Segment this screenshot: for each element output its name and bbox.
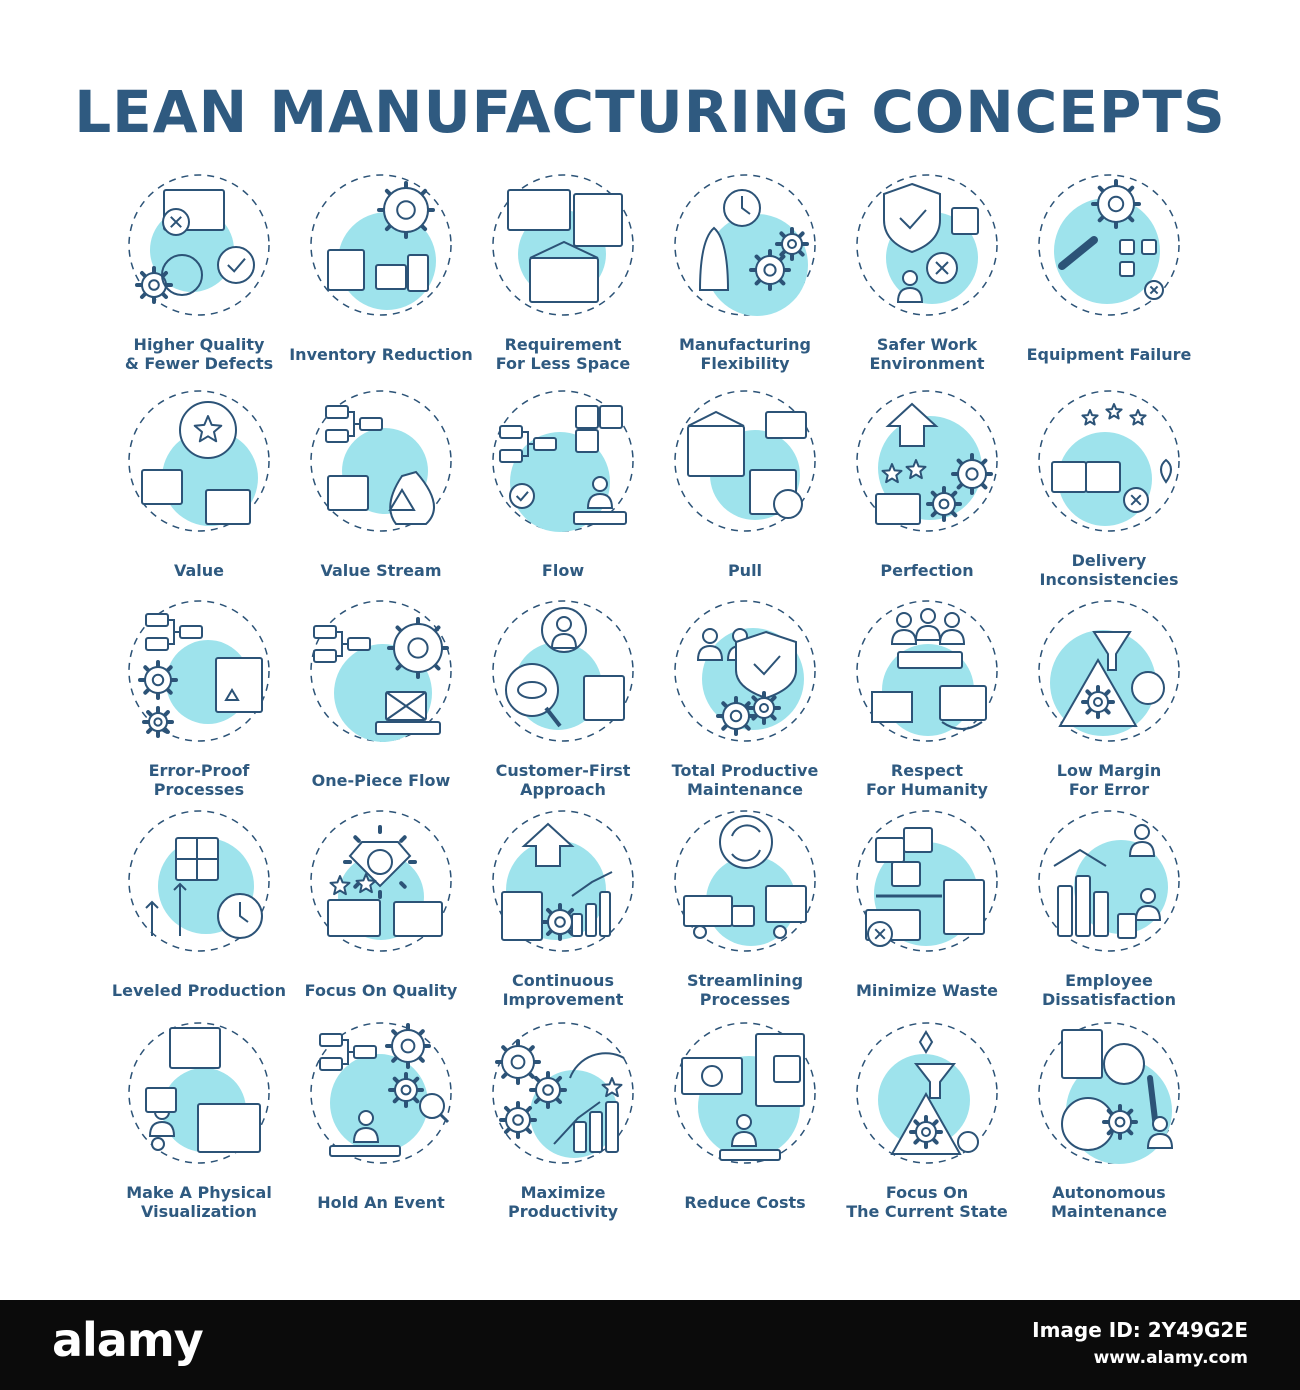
concept-label: Reduce Costs (684, 1192, 806, 1212)
concept-label: Safer Work Environment (869, 335, 985, 373)
puzzle-conveyor-icon (492, 390, 634, 532)
rocket-stopwatch-icon (674, 174, 816, 316)
triangle-gear-icon (856, 1022, 998, 1164)
concept-item: Equipment Failure (1018, 170, 1200, 382)
brand-logo: alamy (52, 1313, 204, 1367)
concept-item: Value Stream (290, 386, 472, 598)
shield-worker-icon (856, 174, 998, 316)
concept-item: Reduce Costs (654, 1018, 836, 1230)
concept-label: Autonomous Maintenance (1050, 1183, 1167, 1221)
concept-label: Value (173, 560, 225, 580)
concept-item: Error-Proof Processes (108, 596, 290, 808)
robot-arm-icon (1038, 1022, 1180, 1164)
concept-label: Focus On Quality (304, 980, 458, 1000)
concept-item: Customer-First Approach (472, 596, 654, 808)
board-people-icon (128, 1022, 270, 1164)
concept-label: Pull (727, 560, 763, 580)
warehouse-panel-icon (492, 174, 634, 316)
presentation-icon (310, 1022, 452, 1164)
wrench-gear-fire-icon (1038, 174, 1180, 316)
concept-item: Pull (654, 386, 836, 598)
concept-item: Inventory Reduction (289, 170, 473, 382)
concept-item: Focus On Quality (290, 806, 472, 1018)
concept-item: Streamlining Processes (654, 806, 836, 1018)
people-handshake-icon (856, 600, 998, 742)
concept-label: Flow (541, 560, 585, 580)
concept-label: Inventory Reduction (289, 344, 473, 364)
concept-icon-grid: Higher Quality & Fewer Defects Inventory… (108, 170, 1198, 1230)
concept-item: Total Productive Maintenance (654, 596, 836, 808)
concept-item: Safer Work Environment (836, 170, 1018, 382)
concept-item: Higher Quality & Fewer Defects (108, 170, 290, 382)
concept-item: Hold An Event (290, 1018, 472, 1230)
star-target-tag-icon (128, 390, 270, 532)
concept-item: Continuous Improvement (472, 806, 654, 1018)
diamond-stars-icon (310, 810, 452, 952)
concept-item: Delivery Inconsistencies (1018, 386, 1200, 598)
concept-item: Value (108, 386, 290, 598)
concept-label: Continuous Improvement (502, 971, 624, 1009)
watermark-footer (0, 1300, 1300, 1390)
concept-label: Streamlining Processes (686, 971, 804, 1009)
recycle-bin-icon (856, 810, 998, 952)
concept-label: Error-Proof Processes (148, 761, 250, 799)
workflow-money-bag-icon (310, 390, 452, 532)
concept-label: Make A Physical Visualization (126, 1183, 272, 1221)
concept-label: Delivery Inconsistencies (1039, 551, 1179, 589)
factory-gear-icon (310, 174, 452, 316)
boxes-location-icon (1038, 390, 1180, 532)
concept-label: Manufacturing Flexibility (679, 335, 811, 373)
truck-warehouse-icon (674, 390, 816, 532)
concept-item: Requirement For Less Space (472, 170, 654, 382)
concept-label: Leveled Production (111, 980, 287, 1000)
concept-label: Respect For Humanity (866, 761, 988, 799)
concept-label: Higher Quality & Fewer Defects (124, 335, 274, 373)
customer-eye-icon (492, 600, 634, 742)
growth-chart-icon (492, 810, 634, 952)
flowchart-conveyor-icon (310, 600, 452, 742)
concept-label: Maximize Productivity (507, 1183, 619, 1221)
concept-item: Low Margin For Error (1018, 596, 1200, 808)
concept-label: Value Stream (320, 560, 442, 580)
concept-label: Hold An Event (317, 1192, 445, 1212)
refresh-cart-truck-icon (674, 810, 816, 952)
concept-label: One-Piece Flow (311, 770, 451, 790)
concept-label: Employee Dissatisfaction (1041, 971, 1177, 1009)
concept-label: Equipment Failure (1026, 344, 1192, 364)
concept-label: Perfection (880, 560, 974, 580)
funnel-warning-icon (1038, 600, 1180, 742)
handshake-stars-icon (856, 390, 998, 532)
concept-label: Customer-First Approach (495, 761, 631, 799)
concept-label: Requirement For Less Space (495, 335, 631, 373)
image-url: www.alamy.com (1093, 1348, 1248, 1368)
concept-item: Maximize Productivity (472, 1018, 654, 1230)
concept-item: Focus On The Current State (836, 1018, 1018, 1230)
concept-label: Low Margin For Error (1056, 761, 1162, 799)
money-invoice-icon (674, 1022, 816, 1164)
concept-item: Make A Physical Visualization (108, 1018, 290, 1230)
speedometer-gear-icon (492, 1022, 634, 1164)
quality-badge-icon (128, 174, 270, 316)
concept-item: Leveled Production (108, 806, 290, 1018)
concept-item: Perfection (836, 386, 1018, 598)
concept-item: One-Piece Flow (290, 596, 472, 808)
concept-item: Flow (472, 386, 654, 598)
concept-item: Respect For Humanity (836, 596, 1018, 808)
concept-item: Minimize Waste (836, 806, 1018, 1018)
shapes-gear-icon (128, 600, 270, 742)
team-shield-gear-icon (674, 600, 816, 742)
concept-label: Minimize Waste (855, 980, 999, 1000)
concept-item: Employee Dissatisfaction (1018, 806, 1200, 1018)
page-title: LEAN MANUFACTURING CONCEPTS (74, 78, 1226, 146)
image-id: Image ID: 2Y49G2E (1032, 1318, 1248, 1342)
concept-item: Manufacturing Flexibility (654, 170, 836, 382)
concept-label: Focus On The Current State (846, 1183, 1008, 1221)
clock-arrows-icon (128, 810, 270, 952)
concept-item: Autonomous Maintenance (1018, 1018, 1200, 1230)
worker-stop-icon (1038, 810, 1180, 952)
concept-label: Total Productive Maintenance (671, 761, 819, 799)
